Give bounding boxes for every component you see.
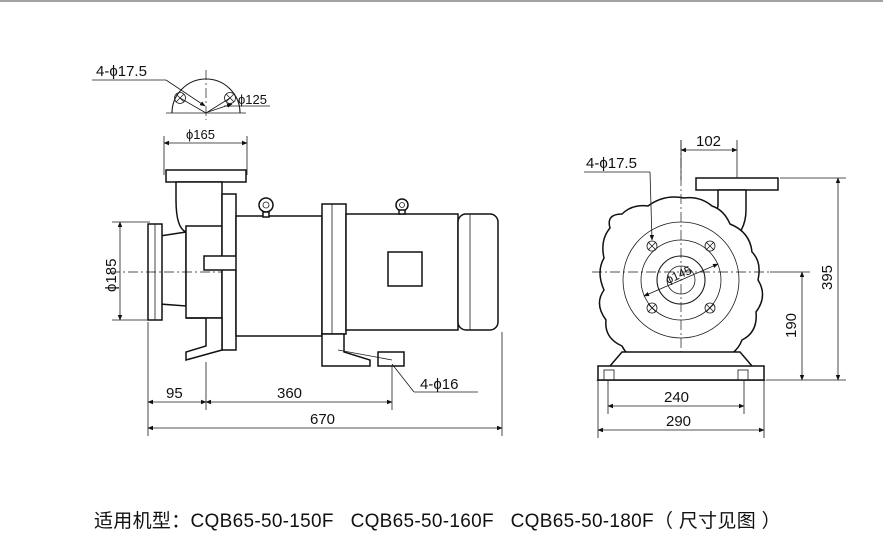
dim-95: 95 [166, 385, 183, 402]
side-view: 4-ϕ17.5 ϕ125 ϕ165 ϕ185 [92, 63, 503, 436]
dim-290: 290 [666, 413, 691, 430]
dim-102: 102 [696, 133, 721, 150]
model-2: CQB65-50-160F [350, 511, 494, 532]
dim-670: 670 [310, 411, 335, 428]
caption-prefix: 适用机型： [94, 511, 191, 532]
dim-360: 360 [277, 385, 302, 402]
applicable-models-caption: 适用机型：CQB65-50-150F CQB65-50-160F CQB65-5… [94, 506, 781, 533]
end-view: ϕ145 4-ϕ17.5 102 395 190 240 290 [584, 133, 846, 438]
caption-suffix: （ 尺寸见图 ） [653, 511, 781, 532]
dim-240: 240 [664, 389, 689, 406]
side-holes-label: 4-ϕ17.5 [96, 63, 147, 80]
side-foot-holes-label: 4-ϕ16 [420, 376, 458, 393]
outlet-flange-top-view [166, 70, 246, 120]
side-flange-label: ϕ165 [186, 127, 215, 142]
end-holes-label: 4-ϕ17.5 [586, 155, 637, 172]
model-1: CQB65-50-150F [190, 511, 334, 532]
model-3: CQB65-50-180F [510, 511, 654, 532]
dim-395: 395 [819, 265, 836, 290]
dim-190: 190 [783, 313, 800, 338]
side-pcd-label: ϕ125 [238, 92, 267, 107]
side-inlet-label: ϕ185 [103, 259, 120, 292]
end-bolt-holes [646, 240, 716, 314]
